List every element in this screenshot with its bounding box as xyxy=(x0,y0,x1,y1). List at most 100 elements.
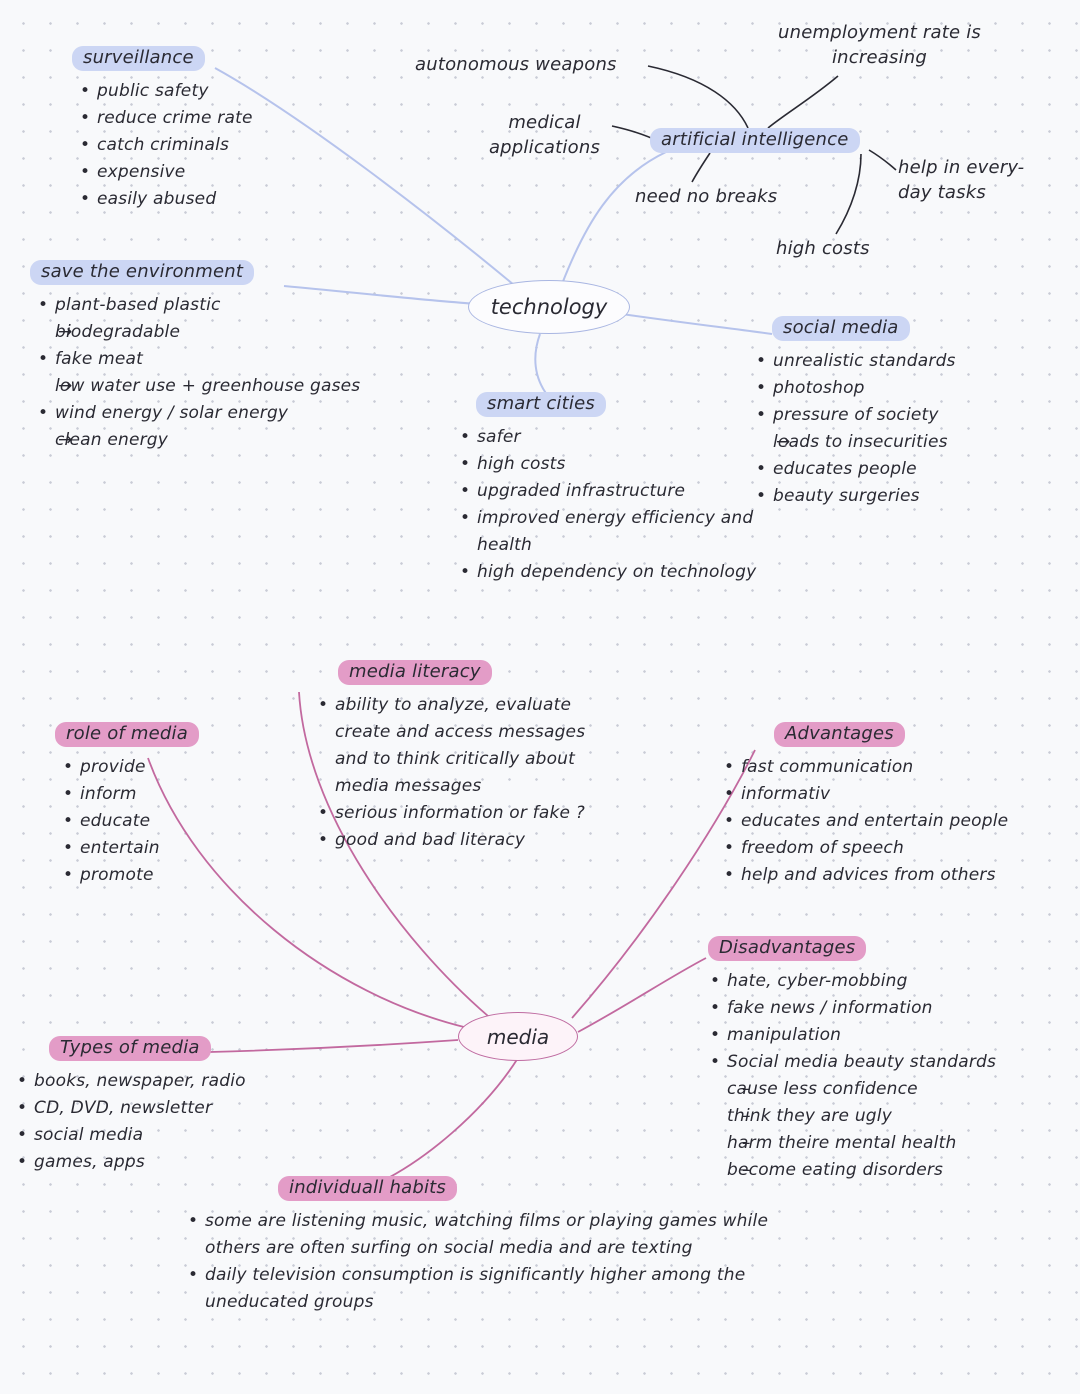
branch-title-surveillance: surveillance xyxy=(72,46,205,71)
individual-habits-list: some are listening music, watching films… xyxy=(180,1208,810,1316)
list-item: fast communication xyxy=(724,754,1016,781)
list-subitem: think they are ugly xyxy=(710,1103,1022,1130)
social-media-list: unrealistic standards photoshop pressure… xyxy=(748,348,1048,510)
list-item: good and bad literacy xyxy=(318,827,615,854)
list-item: high dependency on technology xyxy=(460,559,762,586)
line-ai-high-costs xyxy=(835,153,862,235)
line-ai-unemployment xyxy=(767,75,839,129)
branch-environment: save the environment plant-based plastic… xyxy=(30,260,460,454)
list-item: informativ xyxy=(724,781,1016,808)
line-technology-ai xyxy=(561,151,667,285)
branch-title-environment: save the environment xyxy=(30,260,255,285)
branch-disadvantages: Disadvantages hate, cyber-mobbing fake n… xyxy=(702,936,1022,1184)
list-subitem: harm theire mental health xyxy=(710,1130,1022,1157)
list-subitem: low water use + greenhouse gases xyxy=(38,373,460,400)
branch-title-smart-cities: smart cities xyxy=(476,392,606,417)
branch-surveillance: surveillance public safety reduce crime … xyxy=(72,46,322,213)
disadvantages-list: hate, cyber-mobbing fake news / informat… xyxy=(702,968,1022,1184)
list-item: social media xyxy=(17,1122,275,1149)
list-item: reduce crime rate xyxy=(80,105,322,132)
node-medical-applications: medical applications xyxy=(488,112,601,158)
list-item: fake meat xyxy=(38,346,460,373)
branch-media-literacy: media literacy ability to analyze, evalu… xyxy=(310,660,615,854)
branch-title-artificial-intelligence: artificial intelligence xyxy=(650,128,860,153)
list-item: entertain xyxy=(63,835,275,862)
list-item: books, newspaper, radio xyxy=(17,1068,275,1095)
node-need-no-breaks: need no breaks xyxy=(635,186,778,207)
list-item: Social media beauty standards xyxy=(710,1049,1022,1076)
list-item: hate, cyber-mobbing xyxy=(710,968,1022,995)
line-technology-smart-cities xyxy=(534,333,549,397)
types-of-media-list: books, newspaper, radio CD, DVD, newslet… xyxy=(15,1068,275,1176)
list-item: games, apps xyxy=(17,1149,275,1176)
node-artificial-intelligence: artificial intelligence xyxy=(650,128,860,153)
line-media-literacy xyxy=(298,691,489,1017)
list-item: CD, DVD, newsletter xyxy=(17,1095,275,1122)
center-node-technology: technology xyxy=(468,280,630,334)
list-item: wind energy / solar energy xyxy=(38,400,460,427)
branch-title-social-media: social media xyxy=(772,316,910,341)
list-item: help and advices from others xyxy=(724,862,1016,889)
branch-smart-cities: smart cities safer high costs upgraded i… xyxy=(452,392,762,586)
surveillance-list: public safety reduce crime rate catch cr… xyxy=(72,78,322,213)
line-ai-need-no-breaks xyxy=(691,152,711,183)
media-literacy-list: ability to analyze, evaluate create and … xyxy=(310,692,615,854)
list-item: public safety xyxy=(80,78,322,105)
list-item: expensive xyxy=(80,159,322,186)
list-item: catch criminals xyxy=(80,132,322,159)
list-item: plant-based plastic xyxy=(38,292,460,319)
list-item: safer xyxy=(460,424,762,451)
environment-list: plant-based plastic biodegradable fake m… xyxy=(30,292,460,454)
role-of-media-list: provide inform educate entertain promote xyxy=(55,754,275,889)
list-subitem: leads to insecurities xyxy=(756,429,1048,456)
list-item: beauty surgeries xyxy=(756,483,1048,510)
center-node-technology-label: technology xyxy=(490,295,608,319)
line-media-disadvantages xyxy=(577,957,707,1033)
list-item: some are listening music, watching films… xyxy=(188,1208,810,1262)
line-media-habits xyxy=(371,1057,519,1187)
list-subitem: become eating disorders xyxy=(710,1157,1022,1184)
list-item: easily abused xyxy=(80,186,322,213)
center-node-media-label: media xyxy=(486,1024,550,1049)
list-item: ability to analyze, evaluate create and … xyxy=(318,692,615,800)
list-item: high costs xyxy=(460,451,762,478)
branch-title-types-of-media: Types of media xyxy=(49,1036,211,1061)
list-item: improved energy efficiency and health xyxy=(460,505,762,559)
line-media-types xyxy=(209,1039,459,1053)
branch-title-advantages: Advantages xyxy=(774,722,905,747)
list-item: educates people xyxy=(756,456,1048,483)
list-item: fake news / information xyxy=(710,995,1022,1022)
node-help-tasks: help in every-day tasks xyxy=(898,157,1025,203)
node-autonomous-weapons: autonomous weapons xyxy=(415,54,617,75)
line-technology-social-media xyxy=(621,313,773,335)
list-item: inform xyxy=(63,781,275,808)
smart-cities-list: safer high costs upgraded infrastructure… xyxy=(452,424,762,586)
list-item: upgraded infrastructure xyxy=(460,478,762,505)
list-item: freedom of speech xyxy=(724,835,1016,862)
list-item: photoshop xyxy=(756,375,1048,402)
branch-title-media-literacy: media literacy xyxy=(338,660,492,685)
branch-role-of-media: role of media provide inform educate ent… xyxy=(55,722,275,889)
branch-advantages: Advantages fast communication informativ… xyxy=(716,722,1016,889)
node-high-costs: high costs xyxy=(776,238,870,259)
list-item: pressure of society xyxy=(756,402,1048,429)
list-item: educate xyxy=(63,808,275,835)
line-ai-autonomous-weapons xyxy=(647,65,749,129)
branch-individual-habits: individuall habits some are listening mu… xyxy=(180,1176,810,1316)
branch-title-disadvantages: Disadvantages xyxy=(708,936,867,961)
list-subitem: clean energy xyxy=(38,427,460,454)
list-item: unrealistic standards xyxy=(756,348,1048,375)
list-subitem: biodegradable xyxy=(38,319,460,346)
list-subitem: cause less confidence xyxy=(710,1076,1022,1103)
branch-title-individual-habits: individuall habits xyxy=(278,1176,457,1201)
branch-title-role-of-media: role of media xyxy=(55,722,199,747)
advantages-list: fast communication informativ educates a… xyxy=(716,754,1016,889)
branch-types-of-media: Types of media books, newspaper, radio C… xyxy=(15,1036,275,1176)
list-item: promote xyxy=(63,862,275,889)
list-item: manipulation xyxy=(710,1022,1022,1049)
center-node-media: media xyxy=(458,1012,578,1061)
list-item: provide xyxy=(63,754,275,781)
node-unemployment: unemployment rate is increasing xyxy=(778,22,981,68)
line-ai-help-tasks xyxy=(868,149,897,171)
